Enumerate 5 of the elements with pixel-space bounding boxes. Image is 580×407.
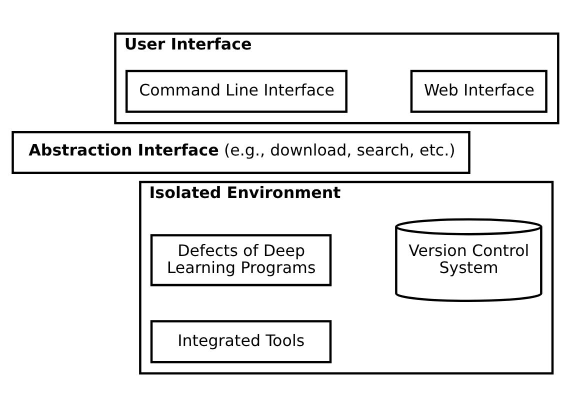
node-box: Defects of Deep Learning Programs [150,234,332,286]
node-box: Web Interface [410,70,548,113]
node-box: Abstraction Interface (e.g., download, search, etc.) [12,131,470,174]
node-box: Integrated Tools [150,320,332,364]
node-box: Command Line Interface [125,70,348,113]
